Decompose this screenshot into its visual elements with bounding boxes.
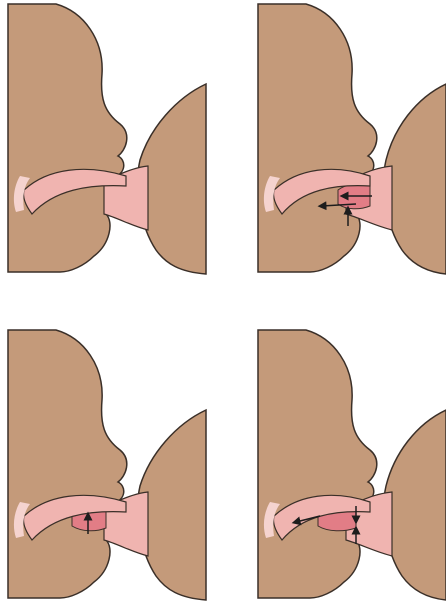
- panel-4-breast: [384, 410, 446, 600]
- panel-3: [8, 330, 206, 600]
- panel-2-baby-head: [258, 4, 377, 272]
- panel-1-baby-head: [8, 4, 127, 272]
- panel-1: [8, 4, 206, 274]
- panel-4: [258, 330, 446, 600]
- panel-4-baby-head: [258, 330, 377, 598]
- panel-3-baby-head: [8, 330, 127, 598]
- panel-2-breast: [384, 84, 446, 274]
- panel-2: [258, 4, 446, 274]
